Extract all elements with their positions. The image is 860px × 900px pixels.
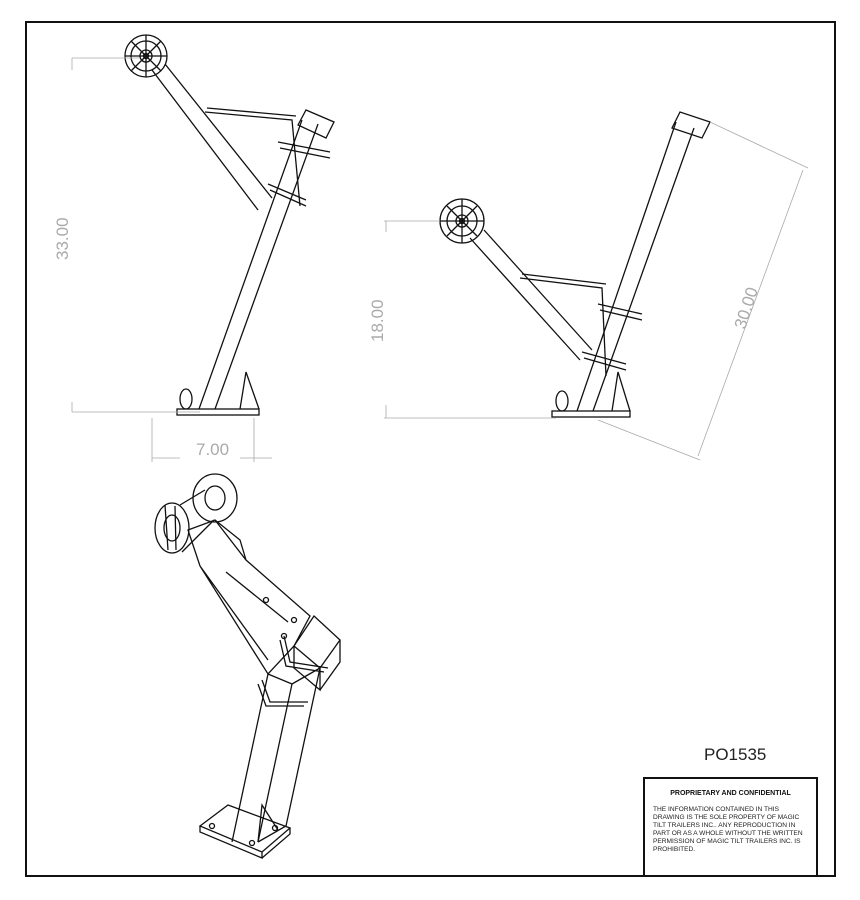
- side-post-cap: [297, 109, 335, 139]
- angled-eye-loop: [555, 390, 569, 412]
- dimension-height-33: 33.00: [53, 217, 72, 260]
- iso-post-cap: [293, 615, 341, 692]
- angled-u-bolt-bottom: [581, 351, 627, 371]
- angled-roller-wheel: [439, 198, 485, 244]
- iso-base-plate: [198, 804, 292, 859]
- angled-view-dimensions: [384, 121, 809, 461]
- side-eye-loop: [179, 388, 193, 410]
- part-number: PO1535: [704, 745, 767, 764]
- iso-cone-roller: [154, 473, 238, 554]
- side-main-post: [198, 119, 319, 410]
- angled-base-plate: [551, 410, 631, 418]
- iso-u-bolt-bottom: [257, 679, 308, 707]
- side-view: [124, 34, 335, 416]
- side-gusset: [239, 371, 260, 410]
- isometric-view: [154, 473, 341, 859]
- side-view-dimensions: [71, 57, 272, 462]
- notice-text: THE INFORMATION CONTAINED IN THIS DRAWIN…: [653, 806, 803, 854]
- dimension-height-18: 18.00: [368, 299, 387, 342]
- side-u-bolt-bottom: [267, 183, 307, 207]
- angled-view: [439, 111, 711, 418]
- notice-title: PROPRIETARY AND CONFIDENTIAL: [670, 790, 791, 797]
- dimension-width-7: 7.00: [196, 440, 229, 459]
- iso-main-post: [231, 667, 321, 843]
- angled-post-cap: [671, 111, 711, 139]
- angled-gusset: [611, 371, 631, 412]
- side-u-bolt-top: [277, 141, 331, 159]
- angled-arm-tube: [469, 229, 593, 361]
- angled-main-post: [576, 121, 695, 412]
- side-arm-tube: [151, 63, 273, 211]
- angled-brace-rod: [519, 273, 607, 377]
- iso-arm-body: [187, 519, 311, 676]
- iso-gusset: [257, 803, 279, 843]
- proprietary-notice-box: PROPRIETARY AND CONFIDENTIAL THE INFORMA…: [643, 777, 818, 877]
- iso-u-bolt-top: [279, 635, 329, 673]
- drawing-frame: [25, 21, 836, 877]
- side-roller-wheel: [124, 34, 168, 78]
- dimension-length-30: 30.00: [731, 285, 762, 331]
- side-brace-rod: [204, 107, 301, 207]
- angled-u-bolt-top: [597, 303, 643, 321]
